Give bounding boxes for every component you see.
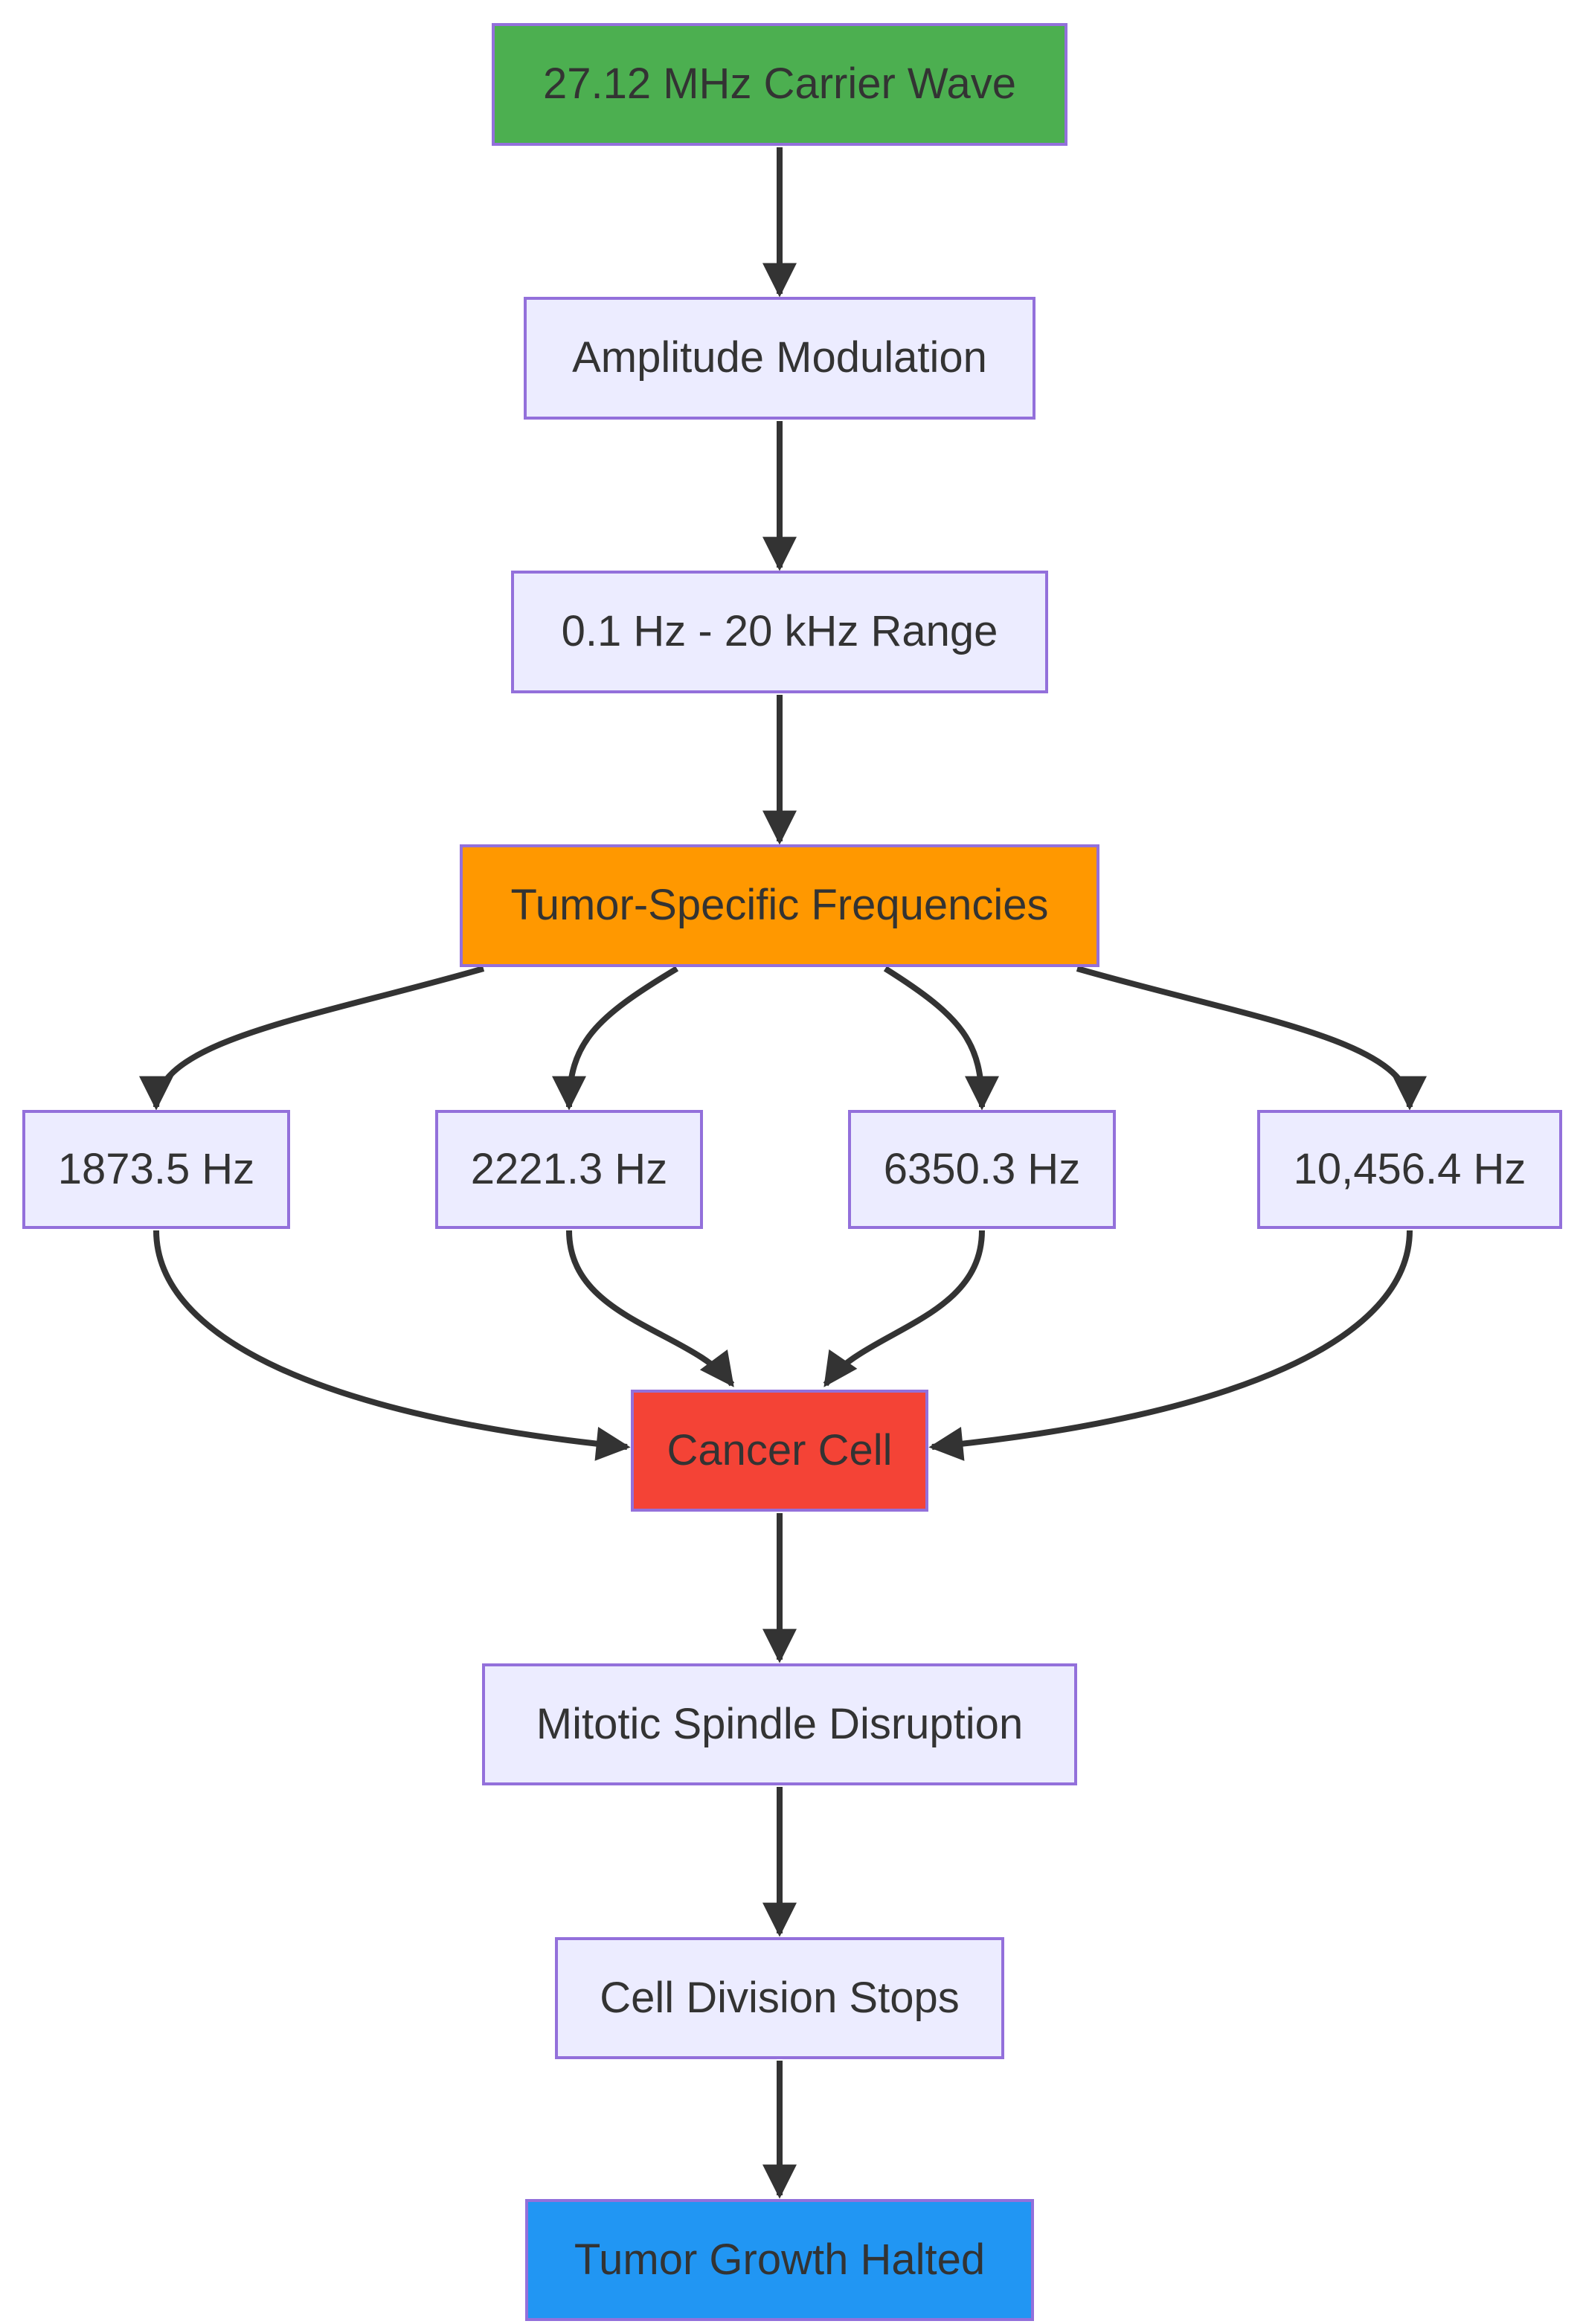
node-carrier-wave: 27.12 MHz Carrier Wave	[492, 23, 1067, 146]
node-amplitude-modulation: Amplitude Modulation	[524, 297, 1035, 420]
edge-freq1873-to-cancer	[153, 1230, 631, 1461]
edge-tumorfreq-to-freq10456	[1076, 966, 1427, 1111]
node-frequency-range: 0.1 Hz - 20 kHz Range	[511, 571, 1048, 693]
node-freq-10456-4-hz: 10,456.4 Hz	[1257, 1110, 1562, 1229]
edge-tumorfreq-to-freq6350	[883, 966, 999, 1111]
edge-tumorfreq-to-freq1873	[139, 966, 485, 1111]
node-freq-1873-5-hz: 1873.5 Hz	[22, 1110, 290, 1229]
node-mitotic-spindle-disruption: Mitotic Spindle Disruption	[482, 1663, 1077, 1785]
edge-tumorfreq-to-freq2221	[552, 966, 679, 1111]
node-freq-6350-3-hz: 6350.3 Hz	[848, 1110, 1116, 1229]
node-cancer-cell: Cancer Cell	[631, 1390, 928, 1512]
edge-freq2221-to-cancer	[566, 1230, 735, 1387]
node-cell-division-stops: Cell Division Stops	[555, 1937, 1004, 2059]
node-tumor-growth-halted: Tumor Growth Halted	[525, 2199, 1034, 2321]
node-freq-2221-3-hz: 2221.3 Hz	[435, 1110, 703, 1229]
edge-freq6350-to-cancer	[823, 1230, 985, 1387]
edge-group	[139, 147, 1427, 2199]
node-tumor-specific-frequencies: Tumor-Specific Frequencies	[460, 844, 1099, 967]
edge-freq10456-to-cancer	[928, 1230, 1413, 1461]
